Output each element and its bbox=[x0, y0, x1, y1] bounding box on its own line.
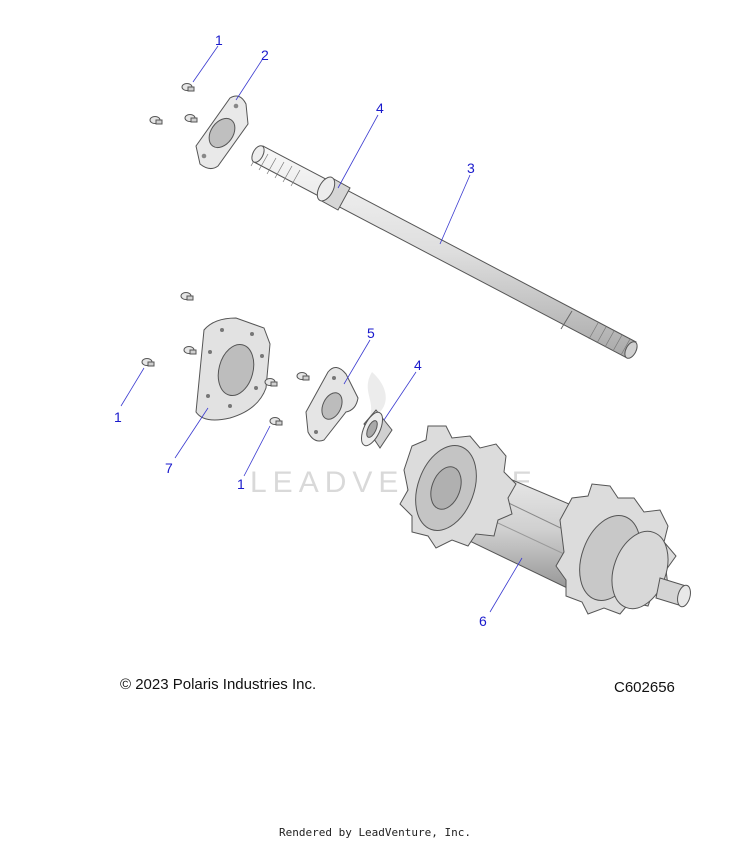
callout-4: 4 bbox=[414, 357, 422, 373]
bolt bbox=[183, 346, 197, 355]
callout-2: 2 bbox=[261, 47, 269, 63]
output-stub-shaft bbox=[655, 577, 691, 608]
callout-5: 5 bbox=[367, 325, 375, 341]
bolt bbox=[296, 372, 310, 381]
callout-3: 3 bbox=[467, 160, 475, 176]
bolt bbox=[149, 116, 163, 125]
drive-shaft bbox=[250, 145, 638, 359]
callout-4: 4 bbox=[376, 100, 384, 116]
bolt bbox=[180, 292, 194, 301]
leader-lines bbox=[120, 45, 523, 613]
copyright-notice: © 2023 Polaris Industries Inc. bbox=[120, 676, 317, 693]
callout-1: 1 bbox=[237, 476, 245, 492]
bolt bbox=[184, 114, 198, 123]
bolt bbox=[264, 378, 278, 387]
drive-plate bbox=[195, 317, 271, 421]
sprocket-right bbox=[555, 483, 677, 615]
lower-flange bbox=[305, 367, 359, 442]
callouts: 1 2 4 3 5 4 1 7 1 6 bbox=[114, 32, 487, 629]
bolts bbox=[141, 83, 310, 426]
lower-bearing bbox=[360, 409, 393, 449]
sprocket-drive-assembly bbox=[399, 425, 691, 615]
callout-1: 1 bbox=[215, 32, 223, 48]
bolt bbox=[269, 417, 283, 426]
shaft-bearing-ring bbox=[316, 176, 351, 211]
upper-flange-plate bbox=[195, 95, 249, 170]
sprocket-left bbox=[399, 425, 517, 549]
watermark-flame-icon bbox=[367, 372, 386, 420]
bolt bbox=[141, 358, 155, 367]
rendered-by-credit: Rendered by LeadVenture, Inc. bbox=[278, 826, 472, 839]
callout-1: 1 bbox=[114, 409, 122, 425]
diagram-code: C602656 bbox=[614, 679, 675, 696]
callout-6: 6 bbox=[479, 613, 487, 629]
callout-7: 7 bbox=[165, 460, 173, 476]
bolt bbox=[181, 83, 195, 92]
